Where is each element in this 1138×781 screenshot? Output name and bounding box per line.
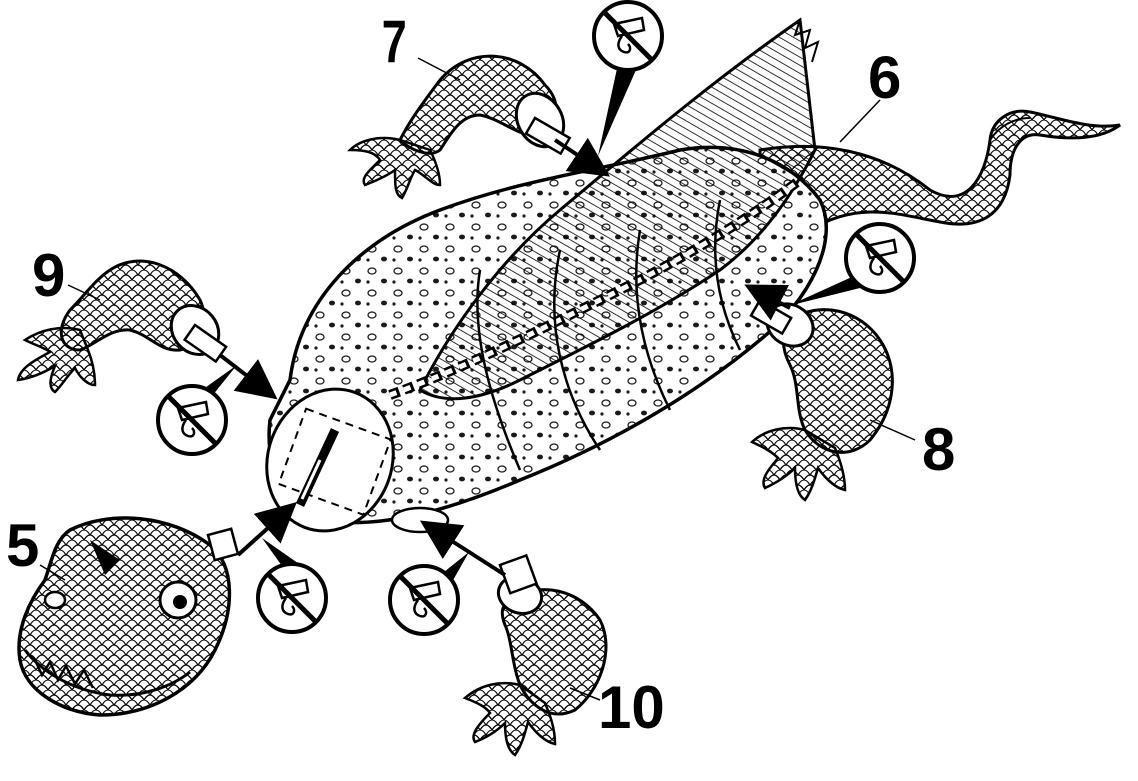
part-number-6: 6 (868, 44, 901, 111)
part-number-10: 10 (598, 674, 665, 741)
leg-part-10 (465, 555, 606, 755)
part-number-9: 9 (32, 242, 65, 309)
leg-part-7 (350, 56, 573, 198)
arrow-leg-10 (430, 527, 505, 575)
no-glue-icon (390, 552, 469, 634)
head-part (19, 518, 238, 715)
arrow-leg-7 (555, 140, 600, 170)
part-number-7: 7 (382, 9, 407, 76)
no-glue-icon (158, 365, 237, 454)
leg-part-8 (751, 296, 892, 500)
part-number-8: 8 (922, 416, 955, 483)
part-number-5: 5 (6, 512, 39, 579)
no-glue-icon (258, 538, 326, 632)
arrow-head (238, 510, 288, 555)
